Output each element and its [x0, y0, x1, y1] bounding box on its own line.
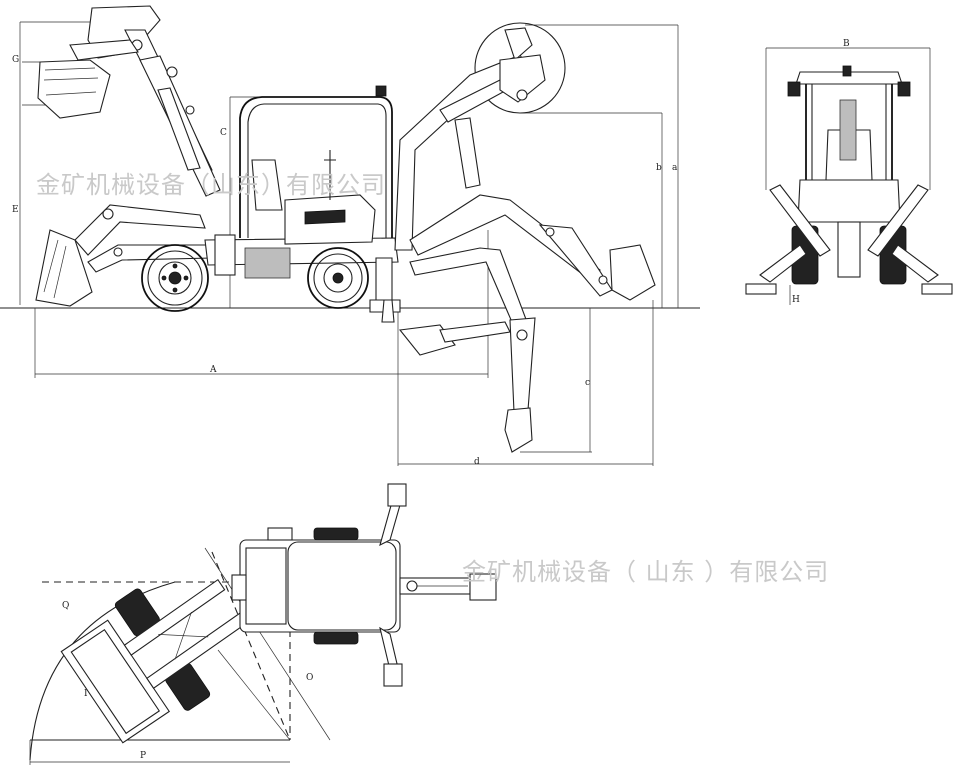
dim-label-cab-c: C	[220, 128, 227, 138]
dim-label-a-length: A	[209, 365, 217, 375]
top-loader-rotated	[60, 578, 248, 744]
rear-wheel	[307, 247, 369, 309]
backhoe-detail-circle	[474, 22, 566, 114]
dim-label-e: E	[12, 205, 19, 215]
dim-label-top-q: Q	[62, 601, 69, 611]
cab-frame	[239, 85, 393, 238]
dim-label-top-i: I	[84, 689, 88, 699]
dim-label-a-small: a	[672, 163, 678, 173]
dim-label-rear-h: H	[792, 295, 800, 305]
top-view: P Q O I	[29, 483, 497, 765]
backhoe-down	[398, 247, 536, 453]
stabilizer-foot	[381, 299, 395, 323]
loader-bucket-lowered	[35, 204, 213, 307]
front-wheel	[141, 244, 209, 312]
dim-label-b-small: b	[656, 163, 662, 173]
top-backhoe	[399, 573, 497, 601]
watermark-bottom: 金矿机械设备（ 山东 ）有限公司	[462, 558, 829, 586]
backhoe-raised	[394, 22, 566, 251]
rear-view: B H	[745, 39, 953, 305]
machine-body	[204, 194, 399, 279]
dim-label-d-reach: d	[474, 457, 480, 467]
watermark-top: 金矿机械设备（山东）有限公司	[36, 171, 386, 199]
dim-label-top-p: P	[140, 751, 146, 761]
dim-label-top-o: O	[306, 673, 313, 683]
dim-label-rear-b: B	[843, 39, 850, 49]
loader-arm-raised	[69, 29, 221, 197]
dim-label-g: G	[12, 55, 19, 65]
backhoe-extended	[409, 194, 656, 301]
top-machine-body	[231, 527, 401, 645]
top-outriggers	[379, 483, 407, 687]
side-view: E G J A C b a c d	[0, 5, 700, 467]
dim-label-c-depth: c	[585, 378, 590, 388]
